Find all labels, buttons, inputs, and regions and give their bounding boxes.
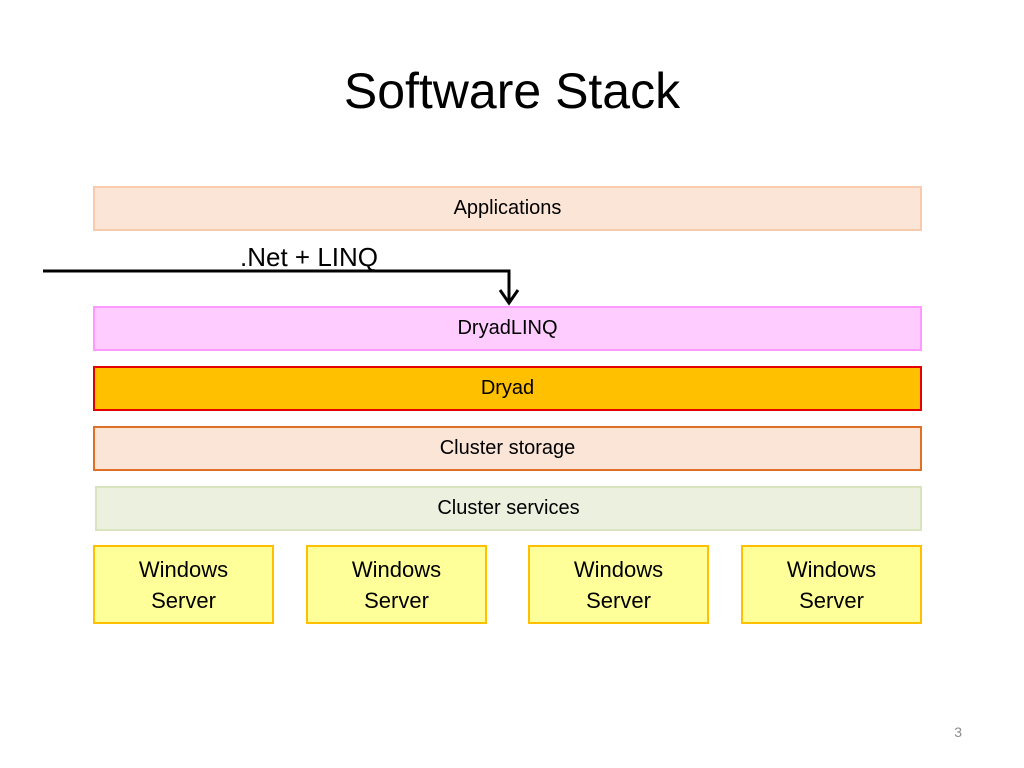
windows-server-box: Windows Server <box>528 545 709 624</box>
windows-server-box: Windows Server <box>306 545 487 624</box>
cluster-services-label: Cluster services <box>437 497 580 519</box>
server-label-line2: Server <box>151 587 216 613</box>
server-label-line2: Server <box>586 587 651 613</box>
windows-server-box: Windows Server <box>93 545 274 624</box>
server-label-line1: Windows <box>138 556 229 582</box>
cluster-storage-layer: Cluster storage <box>93 426 922 471</box>
server-label-line2: Server <box>364 587 429 613</box>
dryad-layer: Dryad <box>93 366 922 411</box>
server-label-line1: Windows <box>351 556 442 582</box>
cluster-services-layer: Cluster services <box>95 486 922 531</box>
arrow-line <box>43 269 511 300</box>
cluster-storage-label: Cluster storage <box>439 437 576 459</box>
applications-layer: Applications <box>93 186 922 231</box>
dryadlinq-label: DryadLINQ <box>457 317 558 339</box>
applications-label: Applications <box>453 197 562 219</box>
dryadlinq-layer: DryadLINQ <box>93 306 922 351</box>
arrow-head-icon <box>498 289 520 306</box>
server-label-line1: Windows <box>573 556 664 582</box>
server-label-line1: Windows <box>786 556 877 582</box>
dryad-label: Dryad <box>480 377 535 399</box>
slide-title: Software Stack <box>343 63 681 119</box>
windows-server-box: Windows Server <box>741 545 922 624</box>
net-linq-label: .Net + LINQ <box>240 242 378 272</box>
server-label-line2: Server <box>799 587 864 613</box>
page-number: 3 <box>954 724 962 740</box>
